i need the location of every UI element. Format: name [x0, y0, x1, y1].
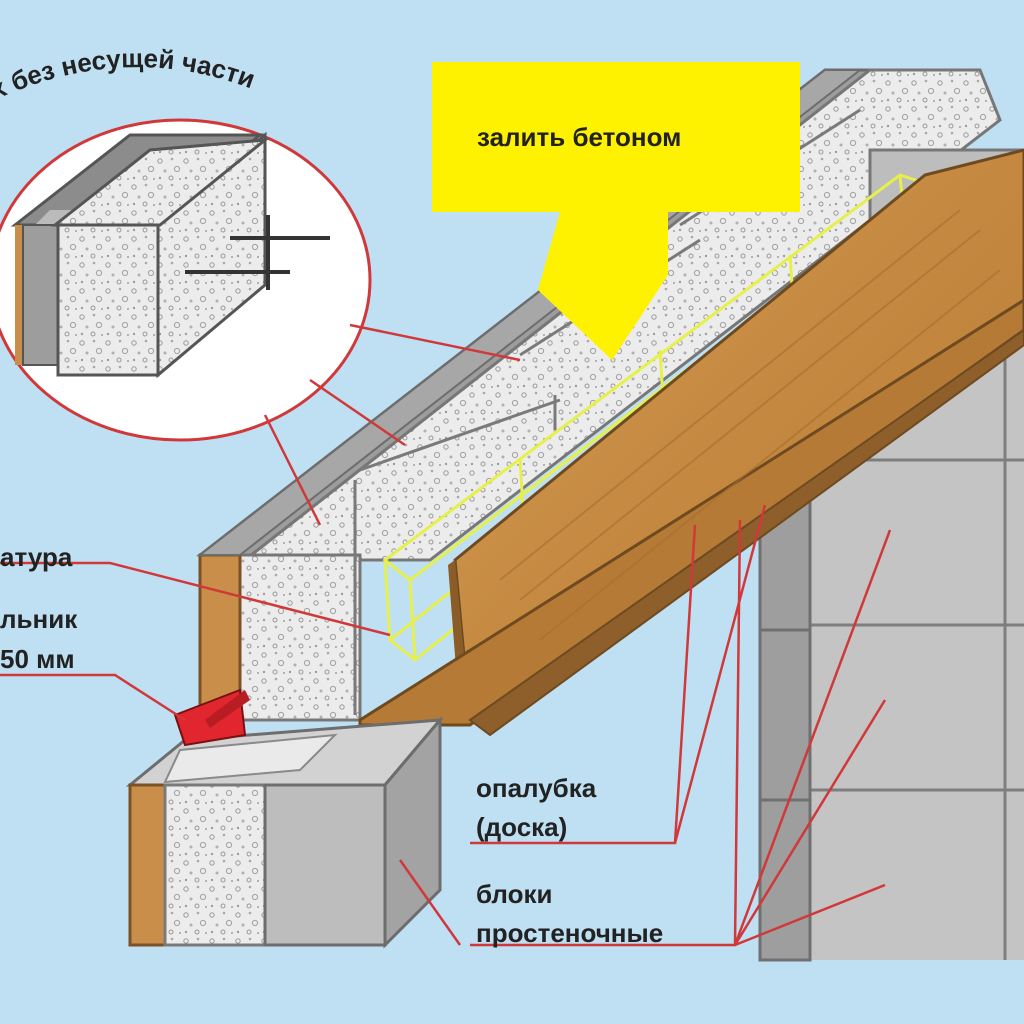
drip-size-label: 50 мм	[0, 644, 75, 674]
circle-caption-text: х без несущей части	[0, 43, 259, 105]
blocks-label-1: блоки	[476, 879, 552, 909]
drip-label: льник	[0, 604, 78, 634]
circle-caption: х без несущей части	[0, 43, 259, 105]
leader-lines	[0, 323, 892, 947]
pour-concrete-label: залить бетоном	[477, 122, 681, 152]
wall-blocks-right	[758, 260, 1024, 962]
inset-circle	[0, 118, 372, 442]
steel-angle	[173, 688, 250, 747]
formwork-board	[358, 148, 1024, 737]
pour-concrete-arrow	[432, 62, 800, 360]
formwork-label-2: (доска)	[476, 812, 567, 842]
blocks-label-2: простеночные	[476, 918, 663, 948]
rebar-label: атура	[0, 542, 73, 572]
support-block	[125, 715, 444, 949]
formwork-label-1: опалубка	[476, 773, 597, 803]
